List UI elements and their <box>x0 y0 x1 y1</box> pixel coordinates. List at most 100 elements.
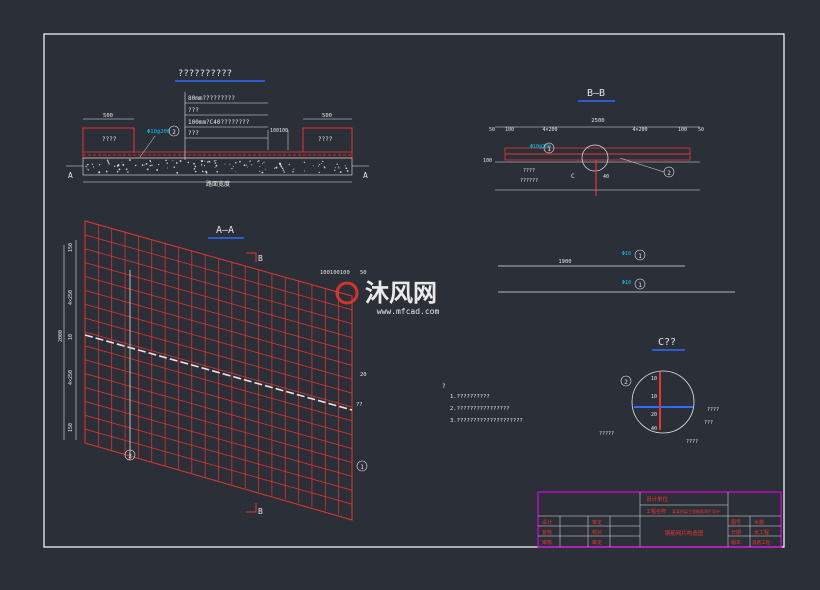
dim-total-width-text: 路面宽度 <box>206 180 230 188</box>
tb-project-label: 工程名称 <box>646 508 666 515</box>
rebar-mesh-grid <box>84 224 353 515</box>
aggregate-dot <box>117 164 120 166</box>
aggregate-dot <box>346 168 347 170</box>
aa-dim-50: 50 <box>360 270 367 276</box>
tb-project: 某某桥梁工程钢筋网片设计 <box>672 508 720 514</box>
aa-dim-v5: 150 <box>68 423 74 432</box>
aa-callout-2-circle <box>124 449 136 461</box>
aggregate-dot <box>98 171 101 174</box>
callout-2-leader <box>139 135 156 158</box>
aggregate-dot <box>258 160 260 162</box>
aggregate-dot <box>194 165 197 168</box>
bb-rebar-tag: Φ10@200 <box>530 144 551 150</box>
aggregate-dot <box>114 165 116 167</box>
detail-c-note-2: ??? <box>704 420 713 426</box>
aggregate-dot <box>273 167 276 169</box>
aggregate-dot <box>335 167 337 169</box>
detail-c: C?? 2 10 10 20 40 ???? ??? ????? ???? <box>599 337 719 445</box>
bb-callout-1-number: 1 <box>547 146 551 153</box>
aa-dim-v2: 4×250 <box>68 290 74 305</box>
cut-marker-b-bottom <box>246 503 257 513</box>
aggregate-dot <box>280 166 283 168</box>
cut-label-b-bottom: B <box>258 507 263 516</box>
detail-c-dim-2: 10 <box>651 394 657 400</box>
aggregate-dot <box>156 169 159 171</box>
aggregate-dot <box>200 164 203 166</box>
layer-1-text: 80mm????????? <box>188 95 235 102</box>
aggregate-dot <box>86 167 88 169</box>
detail-c-note-4: ???? <box>686 439 698 445</box>
aggregate-dot <box>232 165 234 167</box>
aggregate-dot <box>292 171 294 173</box>
callout-2-circle <box>168 125 180 137</box>
aggregate-dot <box>283 171 285 173</box>
aggregate-dot <box>121 161 123 163</box>
aggregate-dot <box>213 160 216 162</box>
aa-dim-20: 20 <box>360 372 367 378</box>
aggregate-dot <box>215 164 218 167</box>
aggregate-dot <box>145 162 148 165</box>
bar-2-callout-circle <box>634 278 646 290</box>
aggregate-dot <box>247 166 248 168</box>
aggregate-dot <box>194 170 197 173</box>
aggregate-dot <box>122 163 125 166</box>
aggregate-dot <box>312 165 314 167</box>
aggregate-dot <box>319 163 321 166</box>
aggregate-dot <box>339 171 342 173</box>
aggregate-dot <box>200 159 203 162</box>
aggregate-dot <box>251 164 253 166</box>
layer-3-text: 100mm?C40???????? <box>188 119 250 126</box>
aggregate-dot <box>193 168 196 170</box>
aggregate-dot <box>216 170 219 173</box>
aggregate-dot <box>149 165 151 167</box>
aggregate-dot <box>317 165 320 167</box>
aggregate-dot <box>338 167 340 169</box>
aggregate-dot <box>336 163 338 165</box>
cut-marker-b-top <box>246 252 257 262</box>
cut-label-b-top: B <box>258 254 263 263</box>
aggregate-dot <box>239 160 241 163</box>
aggregate-dot <box>98 164 101 166</box>
aggregate-dot <box>108 162 110 164</box>
aggregate-dot <box>166 162 168 164</box>
aggregate-dot <box>127 171 129 173</box>
title-block-frame <box>537 491 782 548</box>
aggregate-dot <box>106 171 108 173</box>
tb-cell-v2: 水工程 <box>754 529 769 536</box>
aggregate-dot <box>257 161 259 163</box>
detail-c-dim-1: 10 <box>651 376 657 382</box>
aggregate-dot <box>129 159 131 161</box>
aggregate-dot <box>158 163 160 166</box>
bb-note-1: ???? <box>523 168 535 174</box>
tb-cell-r3: 版本 <box>731 539 741 546</box>
aggregate-dot <box>324 167 326 169</box>
aggregate-dot <box>303 170 305 172</box>
section-aa-title: A—A <box>216 225 234 236</box>
aggregate-dot <box>215 160 217 162</box>
aggregate-dot <box>187 161 190 164</box>
notes-line-1: 1.?????????? <box>450 394 490 400</box>
aggregate-dot <box>108 163 110 165</box>
callout-2-number: 2 <box>172 129 176 136</box>
mesh-center-joint <box>84 334 353 411</box>
aggregate-dot <box>167 167 168 169</box>
detail-c-callout-2-circle <box>620 375 632 387</box>
aggregate-dot <box>172 159 174 161</box>
notes-heading: ? <box>442 383 446 390</box>
aggregate-dot <box>337 166 339 168</box>
section-bb-title: B—B <box>587 88 605 99</box>
dim-right-width-text: 500 <box>322 113 332 119</box>
bb-dim-100a: 100 <box>505 127 514 133</box>
aggregate-dot <box>334 169 336 172</box>
detail-c-note-3: ????? <box>599 431 614 437</box>
aggregate-dot <box>282 169 285 171</box>
right-pad <box>302 127 353 152</box>
aggregate-dot <box>288 163 290 166</box>
aggregate-dot <box>205 171 208 174</box>
aa-dim-v4: 4×250 <box>68 370 74 385</box>
dim-small-text: 100100 <box>270 128 288 134</box>
bar-1-callout-number: 1 <box>638 253 642 260</box>
watermark-url: www.mfcad.com <box>377 307 440 316</box>
bb-dim-span2: 4×200 <box>632 127 647 133</box>
right-pad-label: ???? <box>318 136 333 143</box>
